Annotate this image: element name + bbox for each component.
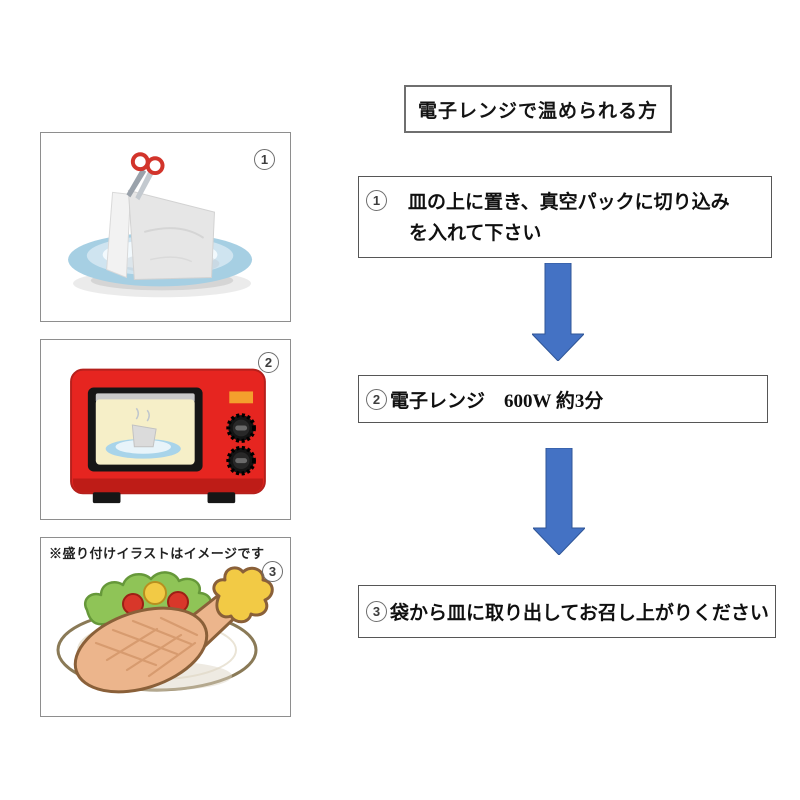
scissors-icon <box>126 152 165 201</box>
microwave-display <box>229 391 254 404</box>
vacuum-pack <box>106 189 215 280</box>
paper-frill <box>212 566 274 624</box>
illustration-3-number-badge: 3 <box>262 561 283 582</box>
drumstick-meat <box>73 606 209 694</box>
illustration-box-3: ※盛り付けイラストはイメージです 3 <box>40 537 291 717</box>
microwave-feet <box>92 492 236 504</box>
step-3-number-badge: 3 <box>366 601 387 622</box>
plated-chicken-illustration <box>56 566 274 694</box>
step-2-number-badge: 2 <box>366 388 387 410</box>
page-title: 電子レンジで温められる方 <box>404 85 672 133</box>
microwave-illustration <box>70 368 266 504</box>
yellow-garnish <box>143 581 167 605</box>
illustration-2-number: 2 <box>264 355 273 370</box>
step-2-number: 2 <box>372 391 381 407</box>
illustration-1-number: 1 <box>260 152 269 167</box>
step-1-number: 1 <box>372 192 381 208</box>
microwave-dial-top <box>226 413 256 443</box>
illustration-1-number-badge: 1 <box>254 149 275 170</box>
step-2-text: 電子レンジ 600W 約3分 <box>390 390 604 412</box>
step-3-box: 3 袋から皿に取り出してお召し上がりください <box>358 585 776 638</box>
illustration-box-1: 1 <box>40 132 291 322</box>
step-1-number-badge: 1 <box>366 189 387 211</box>
step-3-text: 袋から皿に取り出してお召し上がりください <box>390 603 769 624</box>
step-1-text-line2: を入れて下さい <box>409 223 542 244</box>
illustration-3-number: 3 <box>268 564 277 579</box>
microwave-dial-bottom <box>226 445 256 476</box>
vacuum-pack-on-plate-illustration <box>68 152 253 298</box>
page-title-text: 電子レンジで温められる方 <box>417 100 658 122</box>
flow-arrow-2 <box>533 448 585 555</box>
microwave-door <box>87 387 203 472</box>
flow-arrow-1 <box>532 263 584 361</box>
step-3-number: 3 <box>372 604 381 619</box>
step-2-box: 2 電子レンジ 600W 約3分 <box>358 375 768 423</box>
step-1-text-line1: 皿の上に置き、真空パックに切り込み <box>408 191 730 213</box>
illustration-box-2: 2 <box>40 339 291 520</box>
step-1-box: 1 皿の上に置き、真空パックに切り込み を入れて下さい <box>358 176 772 258</box>
illustration-2-number-badge: 2 <box>258 352 279 373</box>
serving-note: ※盛り付けイラストはイメージです <box>49 546 265 561</box>
